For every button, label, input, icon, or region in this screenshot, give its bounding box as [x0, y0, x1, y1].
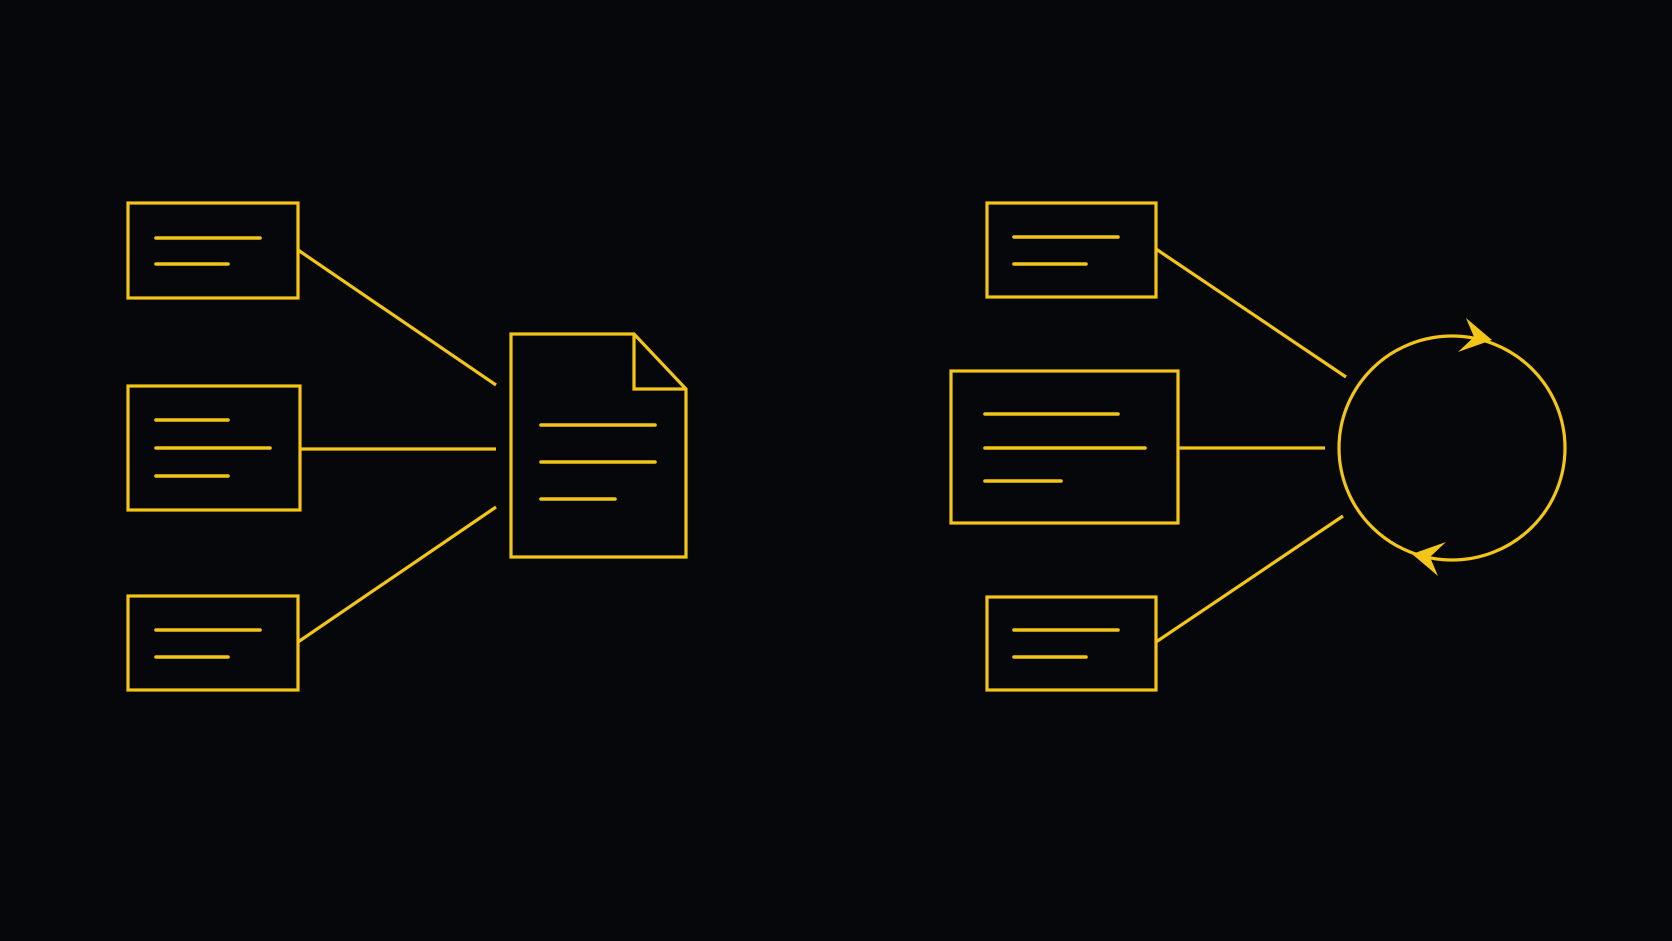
document-icon: [509, 332, 688, 559]
right-diagram: [949, 201, 1567, 692]
left-diagram: [126, 201, 688, 692]
connector-bottom: [297, 505, 497, 644]
cycle-arrowhead-bottom: [1412, 542, 1446, 576]
cycle-ring: [1337, 334, 1567, 562]
document-folded-corner: [632, 334, 686, 391]
card-frame: [985, 595, 1158, 692]
connector-top: [1155, 247, 1347, 379]
right-source-card-3: [985, 595, 1158, 692]
document-outline: [509, 332, 688, 559]
card-frame: [126, 594, 300, 692]
refresh-cycle-icon: [1337, 318, 1567, 576]
connector-top: [297, 248, 497, 387]
cycle-arrowhead-top: [1458, 318, 1492, 352]
left-source-card-3: [126, 594, 300, 692]
connector-bottom: [1155, 514, 1344, 644]
